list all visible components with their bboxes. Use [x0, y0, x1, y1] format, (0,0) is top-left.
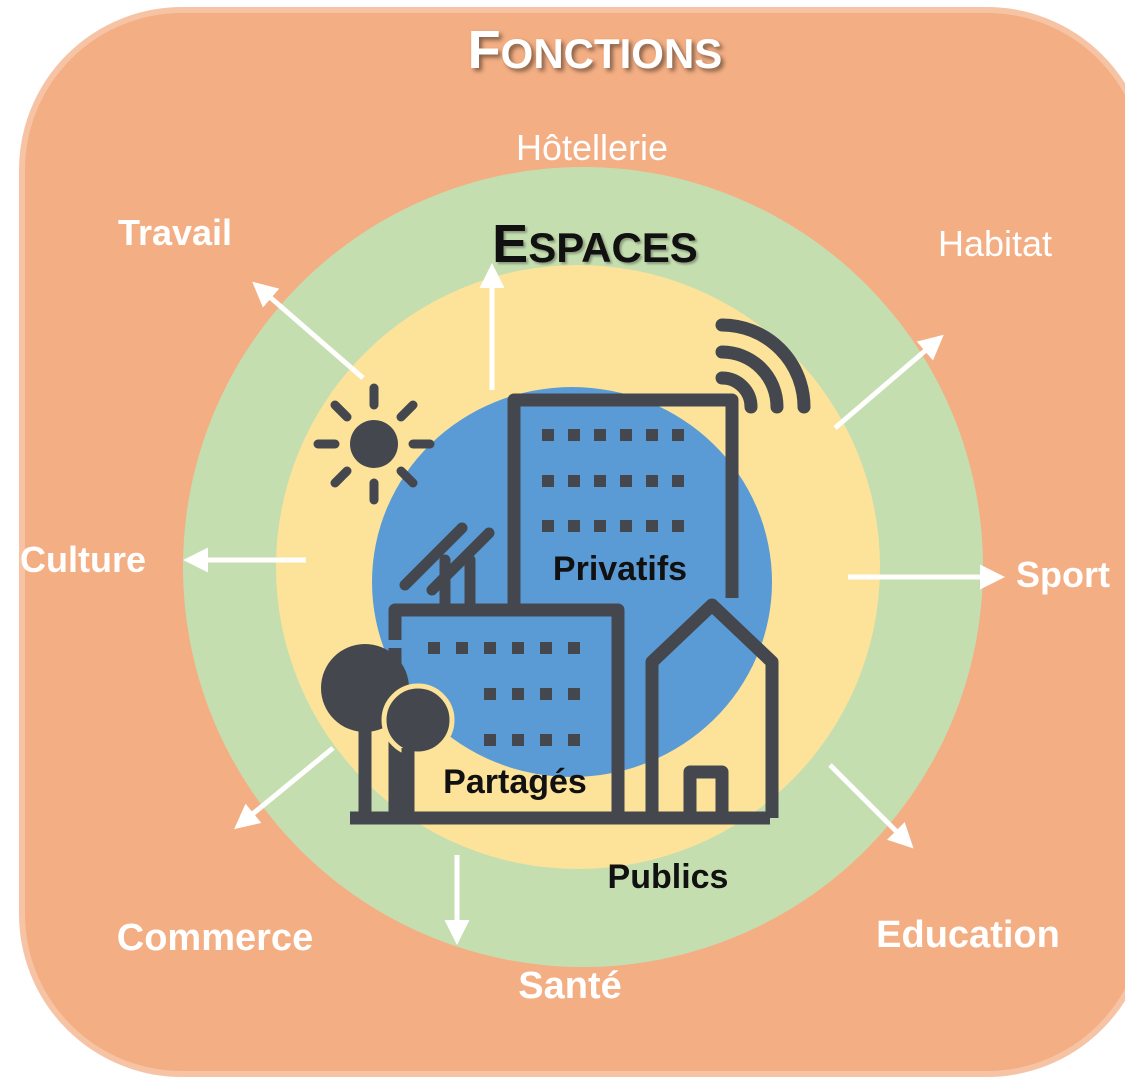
title: FONCTIONS	[468, 20, 723, 80]
label-education: Education	[876, 914, 1060, 956]
spaces-label-rest: SPACES	[528, 224, 698, 271]
spaces-label: ESPACES	[492, 214, 698, 274]
wifi-signal-icon	[715, 318, 811, 414]
spaces-label-initial: E	[492, 214, 528, 274]
arrow-habitat	[833, 334, 944, 430]
label-partages: Partagés	[443, 763, 587, 801]
label-privatifs: Privatifs	[553, 550, 687, 588]
arrow-commerce	[234, 746, 335, 830]
label-sport: Sport	[1016, 554, 1110, 595]
tree-icon	[321, 644, 455, 818]
label-habitat: Habitat	[938, 223, 1052, 264]
arrow-education	[828, 763, 914, 849]
label-sante: Santé	[518, 965, 621, 1007]
arrows	[183, 263, 1005, 945]
sun-icon	[313, 383, 435, 505]
arrow-travail	[252, 281, 365, 380]
label-commerce: Commerce	[117, 917, 313, 959]
building-windows	[428, 429, 684, 746]
title-initial: F	[468, 20, 501, 80]
label-hotellerie: Hôtellerie	[516, 127, 668, 168]
solar-panel-icon	[399, 522, 495, 611]
label-publics: Publics	[608, 858, 729, 896]
label-travail: Travail	[118, 212, 232, 253]
house-icon	[645, 598, 779, 818]
title-rest: ONCTIONS	[501, 30, 723, 77]
label-culture: Culture	[20, 539, 146, 580]
